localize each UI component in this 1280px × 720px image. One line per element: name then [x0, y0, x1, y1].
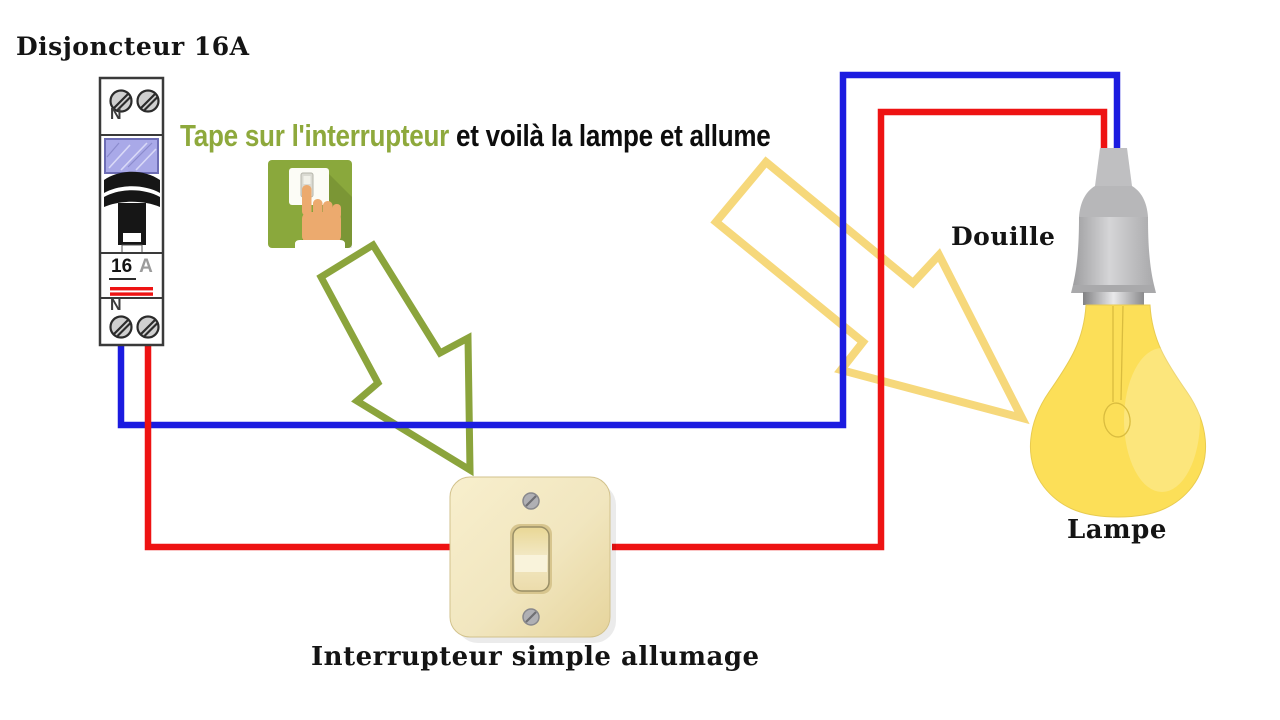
breaker-title: Disjoncteur 16A — [16, 32, 250, 61]
switch-press-icon — [268, 160, 352, 248]
lamp-label: Lampe — [1067, 515, 1167, 545]
hand-press-icon — [295, 185, 345, 248]
arrow-to-lamp-icon — [710, 156, 1030, 425]
lamp-socket — [1071, 148, 1156, 305]
breaker-neutral-label-bottom: N — [110, 297, 122, 314]
live-wire — [144, 108, 1108, 551]
breaker-trip-window — [104, 138, 159, 174]
instruction-rest: et voilà la lampe et allume — [449, 118, 771, 153]
screw-icon — [136, 315, 160, 339]
breaker-neutral-label-top: N — [110, 106, 122, 123]
instruction-text: Tape sur l'interrupteur et voilà la lamp… — [180, 118, 771, 154]
screw-icon — [522, 492, 540, 510]
screw-icon — [522, 608, 540, 626]
breaker-toggle — [104, 171, 160, 254]
breaker-rating-unit: A — [139, 256, 153, 277]
arrow-to-switch-icon — [316, 240, 474, 477]
breaker-rating-value: 16 — [109, 256, 137, 280]
switch-rocker — [510, 524, 552, 594]
circuit-breaker — [98, 76, 165, 347]
switch-label: Interrupteur simple allumage — [311, 642, 760, 672]
neutral-wire — [117, 71, 1121, 429]
breaker-rating-bars — [110, 287, 153, 296]
wall-switch — [449, 476, 616, 643]
socket-label: Douille — [951, 222, 1056, 251]
screw-icon — [136, 89, 160, 113]
light-bulb — [1029, 304, 1207, 518]
bulb-filament — [1103, 305, 1131, 438]
screw-icon — [109, 315, 133, 339]
screw-icon — [109, 89, 133, 113]
instruction-highlight: Tape sur l'interrupteur — [180, 118, 450, 153]
